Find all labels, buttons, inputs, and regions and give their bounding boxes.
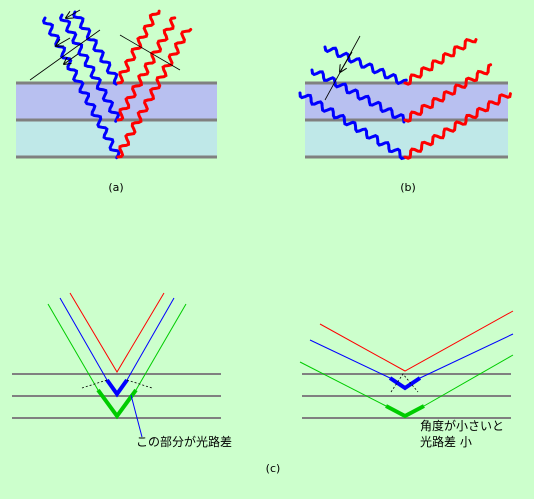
panel-label-a: (a): [108, 181, 123, 194]
callout-line: [130, 394, 143, 438]
red-wave-outgoing: [403, 92, 512, 160]
red-wave-outgoing: [116, 28, 193, 159]
panel-b: (b): [298, 35, 512, 194]
panel-label-b: (b): [400, 181, 416, 194]
arrow: [66, 9, 81, 18]
blue-ray-out: [126, 297, 175, 381]
red-wave-outgoing: [116, 16, 177, 122]
waves-a: [41, 9, 193, 160]
dotted-wavefront: [126, 379, 153, 389]
wavefront-line: [29, 29, 101, 81]
small-angle-note-line2: 光路差 小: [420, 434, 472, 449]
red-wave-outgoing: [403, 38, 478, 86]
film-layer-lower: [305, 120, 508, 157]
red-ray: [69, 292, 165, 373]
green-reflection: [96, 388, 138, 420]
panel-label-c: (c): [266, 462, 281, 475]
green-reflection: [385, 404, 425, 419]
red-wave-outgoing: [403, 63, 493, 123]
film-layer-upper: [305, 83, 508, 120]
optical-path-difference-note: この部分が光路差: [136, 434, 232, 449]
blue-ray-in: [309, 339, 391, 379]
red-wave-outgoing: [116, 9, 161, 85]
blue-wave-incoming: [298, 91, 407, 161]
blue-reflection: [105, 378, 129, 398]
blue-wave-incoming: [58, 13, 120, 123]
blue-wave-incoming: [323, 45, 408, 86]
waves-b: [298, 38, 512, 161]
panel-c-left: この部分が光路差: [12, 292, 232, 449]
red-ray: [319, 310, 514, 372]
arrow: [56, 37, 71, 46]
small-angle-note-line1: 角度が小さいと: [420, 418, 504, 433]
blue-wave-incoming: [310, 68, 406, 124]
blue-reflection: [388, 376, 422, 391]
blue-ray-out: [419, 333, 514, 379]
dotted-wavefront: [81, 379, 108, 389]
green-ray-out: [135, 303, 187, 391]
arrow: [64, 53, 79, 64]
blue-ray-in: [59, 297, 108, 381]
wavefront-line: [119, 34, 181, 71]
blue-wave-incoming: [72, 10, 119, 86]
panel-a: (a): [16, 9, 217, 194]
green-ray-in: [47, 303, 99, 391]
green-ray-in: [299, 361, 387, 407]
arrow: [340, 51, 353, 72]
panel-c-right: 角度が小さいと 光路差 小: [299, 310, 514, 449]
dotted-wavefront: [390, 373, 419, 393]
green-ray-out: [423, 354, 514, 407]
